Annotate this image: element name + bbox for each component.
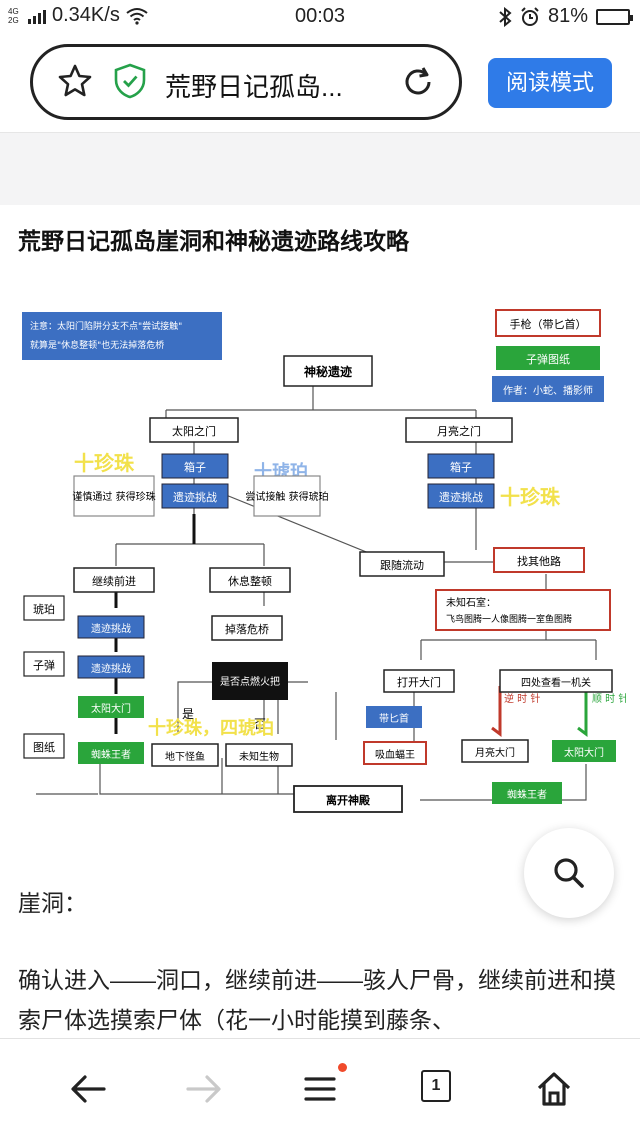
reload-icon[interactable] (401, 65, 435, 99)
legend-pistol: 手枪（带匕首） (510, 317, 587, 331)
label-no: 否 (254, 717, 266, 731)
flow-note-1: 注意：太阳门陷阱分支不点"尝试接触" (30, 320, 182, 332)
ad-placeholder (0, 133, 640, 205)
status-right: 81% (498, 5, 633, 28)
node-underground-fish: 地下怪鱼 (165, 750, 205, 763)
legend-bullet: 子弹图纸 (526, 352, 570, 366)
back-arrow-icon[interactable] (68, 1069, 108, 1109)
node-continue: 继续前进 (92, 574, 136, 588)
forward-arrow-icon[interactable] (184, 1069, 224, 1109)
node-spider-king: 蜘蛛王者 (91, 748, 131, 761)
status-bar: 4G 2G 0.34K/s 00:03 81% (0, 0, 640, 34)
notification-dot (338, 1063, 347, 1072)
node-box-right: 箱子 (450, 460, 472, 474)
node-open-gate: 打开大门 (397, 675, 441, 689)
node-box-left: 箱子 (184, 460, 206, 474)
node-unknown-room: 未知石室： (446, 596, 496, 609)
signal-icon (28, 8, 46, 24)
node-look-around: 四处查看一机关 (521, 676, 591, 689)
toolbar-divider (0, 132, 640, 133)
alarm-icon (521, 6, 539, 26)
node-root: 神秘遗迹 (304, 364, 352, 379)
bluetooth-icon (499, 6, 512, 27)
network-type: 4G 2G (8, 6, 19, 25)
node-sun-gate: 太阳之门 (172, 424, 216, 438)
battery-percent: 81% (547, 5, 588, 27)
status-left: 4G 2G 0.34K/s (8, 4, 148, 27)
node-sun-gate-small: 太阳大门 (91, 702, 131, 715)
bottom-navigation: 1 (0, 1038, 640, 1138)
node-moon-big-gate: 月亮大门 (475, 746, 515, 759)
node-ruins-left: 遗迹挑战 (173, 490, 217, 504)
article-paragraph: 确认进入——洞口，继续前进——骇人尸骨，继续前进和摸索尸体选摸索尸体（花一小时能… (18, 967, 616, 1033)
clock: 00:03 (294, 5, 346, 27)
node-light-fire: 是否点燃火把 (220, 675, 280, 688)
route-flowchart-image: 注意：太阳门陷阱分支不点"尝试接触" 就算是"休息整顿"也无法掉落危桥 手枪（带… (16, 282, 626, 820)
address-bar[interactable]: 荒野日记孤岛... (30, 44, 462, 120)
search-icon (554, 858, 584, 888)
node-unknown-room-2: 飞鸟图腾一人像图腾一室鱼图腾 (446, 613, 572, 625)
node-rest: 休息整顿 (228, 574, 272, 588)
floating-search-button[interactable] (524, 828, 614, 918)
home-icon[interactable] (534, 1069, 574, 1109)
node-careful: 谨慎通过 获得珍珠 (72, 490, 155, 503)
node-with-dagger: 带匕首 (379, 712, 409, 725)
address-title[interactable]: 荒野日记孤岛... (165, 72, 343, 102)
label-bullet: 子弹 (33, 658, 55, 672)
legend-author: 作者：小蛇、播影师 (503, 384, 593, 397)
menu-icon[interactable] (300, 1069, 340, 1109)
network-speed: 0.34K/s (52, 4, 120, 26)
node-sun-big-gate: 太阳大门 (564, 746, 604, 759)
bookmark-star-icon[interactable] (57, 63, 93, 99)
pearl-right: 十珍珠 (500, 485, 561, 509)
node-spider-king-2: 蜘蛛王者 (507, 788, 547, 801)
article-title: 荒野日记孤岛崖洞和神秘遗迹路线攻略 (18, 228, 409, 254)
node-vampire-bat: 吸血蝠王 (375, 748, 415, 761)
node-unknown-creature: 未知生物 (239, 750, 279, 763)
pearl-left: 十珍珠 (74, 451, 135, 475)
battery-icon (596, 8, 633, 25)
label-ccw: 逆 时 针 (504, 692, 540, 705)
node-ruins-1: 遗迹挑战 (91, 622, 131, 635)
node-fall-bridge: 掉落危桥 (225, 622, 269, 636)
tabs-button[interactable]: 1 (421, 1070, 451, 1102)
node-moon-gate: 月亮之门 (437, 424, 481, 438)
label-cw: 顺 时 针 (592, 692, 626, 705)
label-blueprint: 图纸 (33, 741, 55, 754)
node-ruins-2: 遗迹挑战 (91, 662, 131, 675)
node-other-path: 找其他路 (517, 554, 561, 568)
pearl-amber: 十珍珠，四琥珀 (148, 717, 274, 739)
node-try-touch: 尝试接触 获得琥珀 (245, 490, 328, 503)
secure-shield-icon (114, 63, 146, 99)
flow-note-2: 就算是"休息整顿"也无法掉落危桥 (30, 339, 164, 351)
read-mode-button[interactable]: 阅读模式 (488, 58, 612, 108)
label-amber: 琥珀 (33, 602, 55, 616)
node-ruins-right: 遗迹挑战 (439, 490, 483, 504)
wifi-icon (126, 7, 148, 25)
node-leave-temple: 离开神殿 (326, 793, 371, 807)
label-yes: 是 (182, 707, 194, 721)
node-follow-flow: 跟随流动 (380, 558, 424, 572)
section-title: 崖洞： (18, 890, 87, 916)
